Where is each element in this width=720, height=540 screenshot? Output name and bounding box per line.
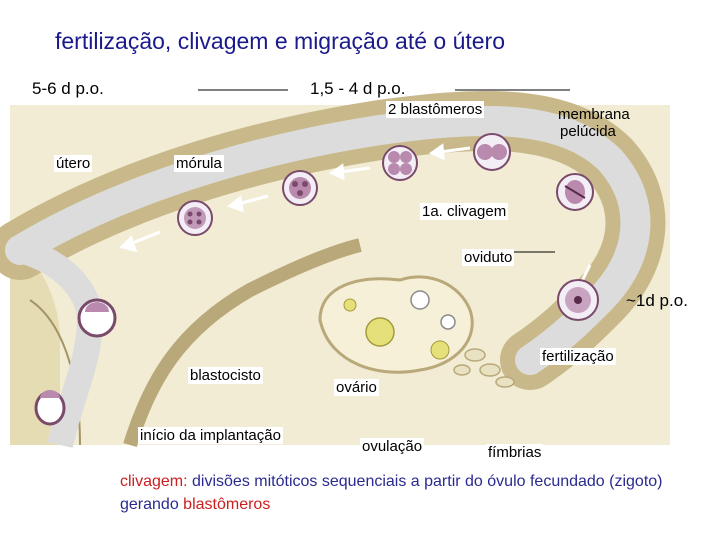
label-pelucida: pelúcida [560,123,616,140]
label-ovulacao: ovulação [360,438,425,455]
caption-term-blastomeros: blastômeros [183,496,271,513]
label-fimbrias: fímbrias [486,444,544,461]
label-utero: útero [54,155,93,172]
uterine-lower-wall [123,238,362,448]
label-primeira-clivagem: 1a. clivagem [420,203,509,220]
label-implantacao: início da implantação [138,427,283,444]
caption: clivagem: divisões mitóticos sequenciais… [120,470,680,516]
oviduct-lumen [5,106,651,375]
label-ovario: ovário [334,379,379,396]
label-blastomeros: 2 blastômeros [386,101,485,118]
label-membrana: membrana [558,106,630,123]
caption-term: clivagem: [120,473,188,490]
embryo-first-cleavage [556,173,594,211]
embryo-two-blastomeres [473,133,511,171]
timeline-left-label: 5-6 d p.o. [32,79,104,98]
embryo-implanting [34,390,66,426]
label-oviduto: oviduto [462,249,515,266]
ovary [318,275,474,374]
embryo-zygote [557,279,599,321]
timeline-middle-label: 1,5 - 4 d p.o. [310,79,406,98]
embryo-morula [177,200,213,236]
label-fertilizacao: fertilização [540,348,616,365]
label-blastocisto: blastocisto [188,367,263,384]
label-morula: mórula [174,155,224,172]
embryo-morula-early [282,170,318,206]
page-title: fertilização, clivagem e migração até o … [55,28,505,54]
embryo-four-cell [382,145,418,181]
caption-text: divisões mitóticos sequenciais a partir … [120,473,663,513]
label-day1: ~1d p.o. [626,291,688,310]
embryo-blastocyst [77,298,117,338]
fimbriae [453,348,515,388]
